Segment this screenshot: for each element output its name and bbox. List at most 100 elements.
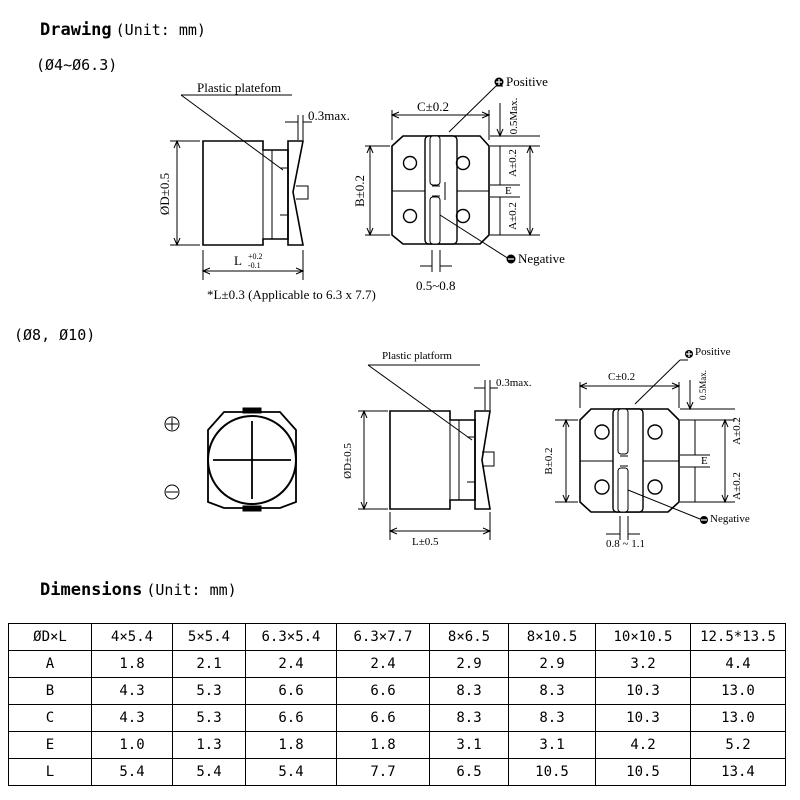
table-row: B 4.3 5.3 6.6 6.6 8.3 8.3 10.3 13.0 [8, 677, 786, 705]
table-row: C 4.3 5.3 6.6 6.6 8.3 8.3 10.3 13.0 [8, 704, 786, 732]
table-cell: 1.3 [172, 731, 246, 759]
s1-a-top-label: A±0.2 [507, 149, 519, 177]
s2-gap-label: 0.8 ~ 1.1 [606, 538, 645, 550]
table-cell: 2.9 [429, 650, 509, 678]
table-header-cell: 8×10.5 [508, 623, 596, 651]
table-cell: 5.4 [91, 758, 173, 786]
dimensions-heading: Dimensions (Unit: mm) [40, 580, 237, 600]
s2-plastic-label: Plastic platform [382, 350, 452, 362]
table-cell: 2.9 [508, 650, 596, 678]
s1-max05-label: 0.5Max. [508, 97, 520, 135]
table-cell: 6.6 [336, 677, 430, 705]
table-row: E 1.0 1.3 1.8 1.8 3.1 3.1 4.2 5.2 [8, 731, 786, 759]
side-view-1 [170, 94, 312, 280]
drawing-unit: (Unit: mm) [115, 21, 206, 39]
table-cell: 13.4 [690, 758, 786, 786]
s1-negative-label: Negative [518, 251, 565, 266]
dimensions-table: ØD×L 4×5.4 5×5.4 6.3×5.4 6.3×7.7 8×6.5 8… [8, 623, 786, 786]
s1-e-label: E [505, 185, 512, 197]
table-cell: 4.2 [595, 731, 691, 759]
table-cell: 8.3 [429, 704, 509, 732]
table-cell: 2.4 [336, 650, 430, 678]
front-view-1 [365, 85, 540, 272]
table-cell: 6.6 [245, 677, 337, 705]
table-cell: 5.4 [172, 758, 246, 786]
table-cell: 7.7 [336, 758, 430, 786]
table-cell: 2.4 [245, 650, 337, 678]
table-cell: 10.3 [595, 677, 691, 705]
table-cell: B [8, 677, 92, 705]
s1-note: *L±0.3 (Applicable to 6.3 x 7.7) [207, 287, 376, 302]
table-cell: 8.3 [508, 677, 596, 705]
table-cell: 3.1 [429, 731, 509, 759]
table-cell: 4.3 [91, 704, 173, 732]
s1-max03-label: 0.3max. [308, 108, 350, 123]
table-cell: 6.5 [429, 758, 509, 786]
s2-max03-label: 0.3max. [496, 377, 532, 389]
s2-max05-label: 0.5Max. [698, 370, 708, 400]
s1-positive-label: Positive [506, 74, 548, 89]
section2-label: (Ø8, Ø10) [14, 326, 96, 344]
s1-gap-label: 0.5~0.8 [416, 278, 456, 293]
table-cell: 13.0 [690, 677, 786, 705]
table-cell: 10.5 [508, 758, 596, 786]
s2-len-label: L±0.5 [412, 536, 439, 548]
table-row: L 5.4 5.4 5.4 7.7 6.5 10.5 10.5 13.4 [8, 758, 786, 786]
s1-c-label: C±0.2 [417, 99, 450, 114]
table-cell: 8.3 [508, 704, 596, 732]
table-cell: 2.1 [172, 650, 246, 678]
s1-len-main: L [234, 253, 242, 268]
table-cell: 6.6 [336, 704, 430, 732]
dimensions-unit: (Unit: mm) [146, 581, 237, 599]
table-cell: 10.5 [595, 758, 691, 786]
table-cell: 5.3 [172, 677, 246, 705]
table-cell: 1.8 [245, 731, 337, 759]
s1-plastic-label: Plastic platefom [197, 80, 282, 95]
table-header-cell: 12.5*13.5 [690, 623, 786, 651]
table-cell: 3.2 [595, 650, 691, 678]
section1-label: (Ø4~Ø6.3) [36, 56, 118, 74]
s2-positive-label: Positive [695, 346, 731, 358]
table-cell: 13.0 [690, 704, 786, 732]
table-header-row: ØD×L 4×5.4 5×5.4 6.3×5.4 6.3×7.7 8×6.5 8… [8, 623, 786, 651]
side-view-2 [358, 364, 498, 540]
table-header-cell: 6.3×7.7 [336, 623, 430, 651]
s2-a-top-label: A±0.2 [731, 417, 743, 445]
table-header-cell: 10×10.5 [595, 623, 691, 651]
table-cell: 4.4 [690, 650, 786, 678]
s1-len-plus: +0.2 [247, 252, 263, 262]
drawing-heading: Drawing (Unit: mm) [40, 20, 206, 40]
table-cell: 1.8 [336, 731, 430, 759]
s1-len-label: L +0.2 -0.1 [234, 252, 262, 270]
top-view-2 [164, 407, 297, 512]
s2-b-label: B±0.2 [543, 447, 555, 475]
s2-negative-label: Negative [710, 513, 750, 525]
s1-dia-label: ØD±0.5 [157, 172, 172, 216]
table-cell: 5.2 [690, 731, 786, 759]
s1-len-minus: -0.1 [247, 261, 261, 271]
s1-a-bottom-label: A±0.2 [507, 202, 519, 230]
table-cell: 4.3 [91, 677, 173, 705]
table-cell: C [8, 704, 92, 732]
drawing-title: Drawing [40, 20, 112, 40]
table-cell: A [8, 650, 92, 678]
table-header-cell: 8×6.5 [429, 623, 509, 651]
s2-a-bottom-label: A±0.2 [731, 472, 743, 500]
s1-b-label: B±0.2 [352, 174, 367, 208]
front-view-2 [555, 359, 735, 540]
table-header-cell: 4×5.4 [91, 623, 173, 651]
table-cell: 6.6 [245, 704, 337, 732]
table-header-cell: 5×5.4 [172, 623, 246, 651]
table-row: A 1.8 2.1 2.4 2.4 2.9 2.9 3.2 4.4 [8, 650, 786, 678]
table-header-cell: 6.3×5.4 [245, 623, 337, 651]
table-cell: 10.3 [595, 704, 691, 732]
table-cell: 5.3 [172, 704, 246, 732]
table-header-cell: ØD×L [8, 623, 92, 651]
table-cell: L [8, 758, 92, 786]
table-cell: 3.1 [508, 731, 596, 759]
table-cell: 1.0 [91, 731, 173, 759]
table-cell: E [8, 731, 92, 759]
s2-c-label: C±0.2 [608, 371, 636, 383]
dimensions-title: Dimensions [40, 580, 143, 600]
